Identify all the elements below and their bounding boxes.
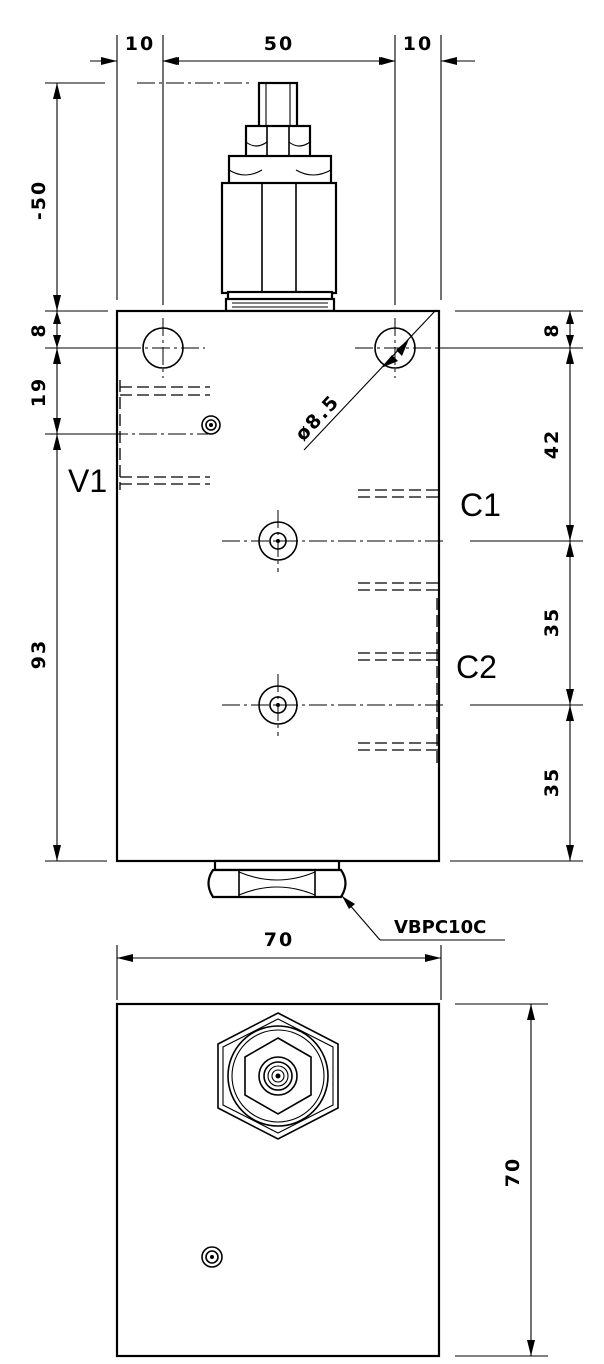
hidden-lines (119, 380, 438, 765)
dim-stem-height: -50 (28, 83, 61, 311)
bottom-view-cartridge (217, 1012, 339, 1140)
port-c2-label: C2 (456, 649, 497, 685)
part-callout-label: VBPC10C (394, 917, 486, 938)
port-c1-marker (222, 510, 445, 572)
dim-left-port-offset-label: 19 (28, 377, 50, 407)
dim-bottom-height: 70 (455, 1003, 548, 1357)
dim-left-top-offset: 8 (28, 311, 61, 348)
port-c2-marker (222, 674, 445, 736)
dim-right-top-offset-label: 8 (541, 322, 563, 337)
dim-right-bottom: 35 (541, 705, 574, 861)
dim-left-top-offset-label: 8 (28, 322, 50, 337)
dim-left-body: 93 (28, 434, 61, 861)
dim-right-c2-label: 35 (541, 607, 563, 637)
dim-top-right-label: 10 (403, 33, 433, 55)
dim-left-body-label: 93 (28, 639, 50, 669)
adjuster-screw (257, 81, 299, 129)
mounting-hole-left (123, 318, 205, 378)
dim-bottom-width-label: 70 (264, 929, 294, 951)
dim-right-c2: 35 (541, 541, 574, 705)
lock-nut (244, 124, 312, 160)
dim-top-right: 10 (380, 33, 475, 65)
bottom-view-pilot-port (201, 1246, 223, 1268)
dim-top-left: 10 (90, 33, 178, 65)
dim-top-middle-label: 50 (264, 33, 294, 55)
part-callout: VBPC10C (341, 895, 505, 941)
port-v1-label: V1 (68, 463, 107, 499)
dim-bottom-width: 70 (116, 929, 442, 1000)
mounting-hole-right (355, 318, 438, 378)
dim-right-top-offset: 8 (541, 311, 574, 348)
extension-lines (45, 35, 583, 862)
dim-top-left-label: 10 (125, 33, 155, 55)
dim-right-c1: 42 (541, 348, 574, 541)
dim-left-port-offset: 19 (28, 348, 61, 434)
dim-stem-height-label: -50 (28, 180, 50, 220)
dim-top-middle: 50 (163, 33, 395, 65)
port-c1-label: C1 (460, 487, 501, 523)
cartridge-housing (220, 154, 338, 313)
dim-right-c1-label: 42 (541, 429, 563, 459)
valve-block-front (115, 309, 441, 863)
dim-bottom-height-label: 70 (502, 1157, 524, 1187)
dim-right-bottom-label: 35 (541, 767, 563, 797)
bottom-hex-plug (207, 859, 347, 899)
pilot-port (201, 415, 221, 435)
